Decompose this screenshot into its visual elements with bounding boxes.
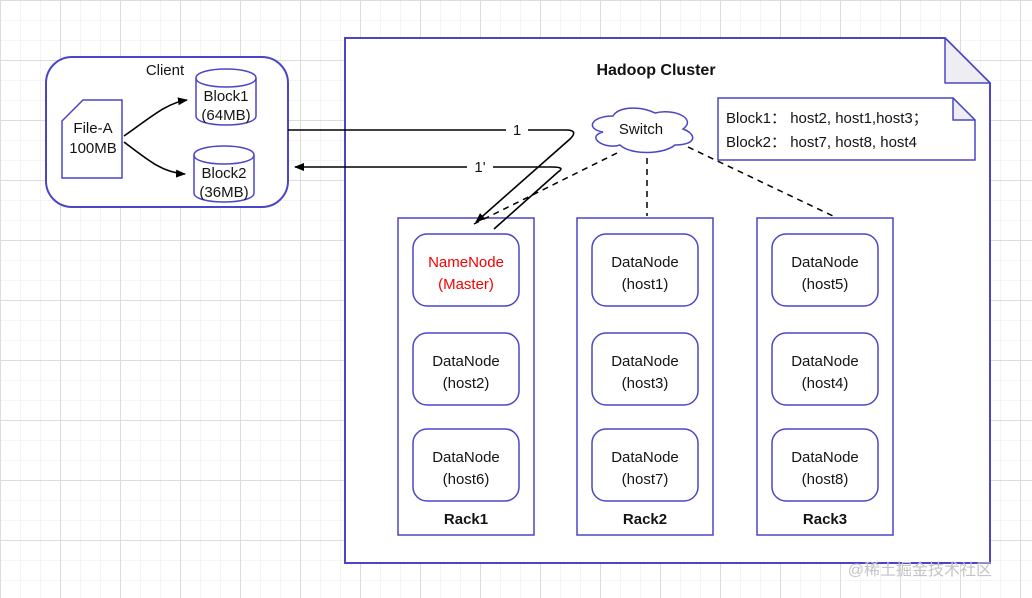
- namenode-label-line2: (Master): [438, 276, 494, 293]
- datanode-host4-line1: DataNode: [791, 353, 859, 370]
- block1-label-line2: (64MB): [201, 107, 250, 124]
- client-group: Client File-A 100MB Block1 (64MB) Block2…: [45, 56, 289, 208]
- hadoop-cluster-fold-corner-icon: [944, 37, 991, 84]
- edge-label-bg: [506, 121, 528, 138]
- datanode-host2-line2: (host2): [443, 375, 490, 392]
- block1-label-line1: Block1: [203, 88, 248, 105]
- datanode-host3-box: [591, 332, 699, 406]
- datanode-host8-line2: (host8): [802, 471, 849, 488]
- datanode-host6-line1: DataNode: [432, 449, 500, 466]
- datanode-host7-line2: (host7): [622, 471, 669, 488]
- block1-cylinder-top-icon: [195, 77, 257, 88]
- file-to-block1-arrow: [123, 97, 188, 137]
- client-to-namenode-arrow: [288, 129, 575, 223]
- datanode-host5-line2: (host5): [802, 276, 849, 293]
- block2-cylinder-top-icon: [193, 154, 255, 165]
- note-fold-corner-icon: [952, 97, 976, 121]
- note-line2: Block2： host7, host8, host4: [726, 134, 917, 151]
- rack3-label: Rack3: [803, 511, 847, 528]
- switch-cloud: [591, 107, 694, 154]
- namenode-to-client-arrow: [294, 163, 562, 230]
- rack3-group: DataNode (host5) DataNode (host4) DataNo…: [756, 217, 894, 536]
- block2-label-line2: (36MB): [199, 184, 248, 201]
- datanode-host5-line1: DataNode: [791, 254, 859, 271]
- note-line1: Block1： host2, host1,host3；: [726, 110, 928, 127]
- note-box: [717, 97, 976, 161]
- datanode-host1-box: [591, 233, 699, 307]
- file-a-label-line1: File-A: [73, 120, 112, 137]
- datanode-host2-box: [412, 332, 520, 406]
- datanode-host2-line1: DataNode: [432, 353, 500, 370]
- file-a-label-line2: 100MB: [69, 140, 117, 157]
- datanode-host7-box: [591, 428, 699, 502]
- namenode-label-line1: NameNode: [428, 254, 504, 271]
- datanode-host4-box: [771, 332, 879, 406]
- file-a-document-shape: [61, 99, 123, 179]
- datanode-host6-box: [412, 428, 520, 502]
- datanode-host1-line2: (host1): [622, 276, 669, 293]
- block2-label-line1: Block2: [201, 165, 246, 182]
- switch-group: Switch: [591, 107, 694, 154]
- edge-label-bg: [467, 159, 493, 175]
- datanode-host8-box: [771, 428, 879, 502]
- block1-cylinder: [195, 68, 257, 126]
- switch-label: Switch: [619, 121, 663, 138]
- cluster-title: Hadoop Cluster: [596, 62, 715, 79]
- namenode-box: [412, 233, 520, 307]
- datanode-host5-box: [771, 233, 879, 307]
- datanode-host3-line1: DataNode: [611, 353, 679, 370]
- switch-to-rack1-dashed-link: [473, 152, 618, 225]
- rack2-label: Rack2: [623, 511, 667, 528]
- datanode-host8-line1: DataNode: [791, 449, 859, 466]
- datanode-host3-line2: (host3): [622, 375, 669, 392]
- rack1-group: NameNode (Master) DataNode (host2) DataN…: [397, 217, 535, 536]
- datanode-host7-line1: DataNode: [611, 449, 679, 466]
- namenode-to-client-edge-label: 1': [474, 159, 485, 176]
- datanode-host1-line1: DataNode: [611, 254, 679, 271]
- block2-cylinder: [193, 145, 255, 203]
- rack2-group: DataNode (host1) DataNode (host3) DataNo…: [576, 217, 714, 536]
- watermark-text: @稀土掘金技术社区: [848, 561, 992, 579]
- file-to-block2-arrow: [123, 141, 186, 178]
- datanode-host6-line2: (host6): [443, 471, 490, 488]
- switch-to-rack3-dashed-link: [687, 146, 834, 217]
- rack1-label: Rack1: [444, 511, 488, 528]
- block-placement-note-group: Block1： host2, host1,host3； Block2： host…: [717, 97, 976, 161]
- client-title: Client: [146, 62, 185, 79]
- client-to-namenode-edge-label: 1: [513, 122, 521, 139]
- datanode-host4-line2: (host4): [802, 375, 849, 392]
